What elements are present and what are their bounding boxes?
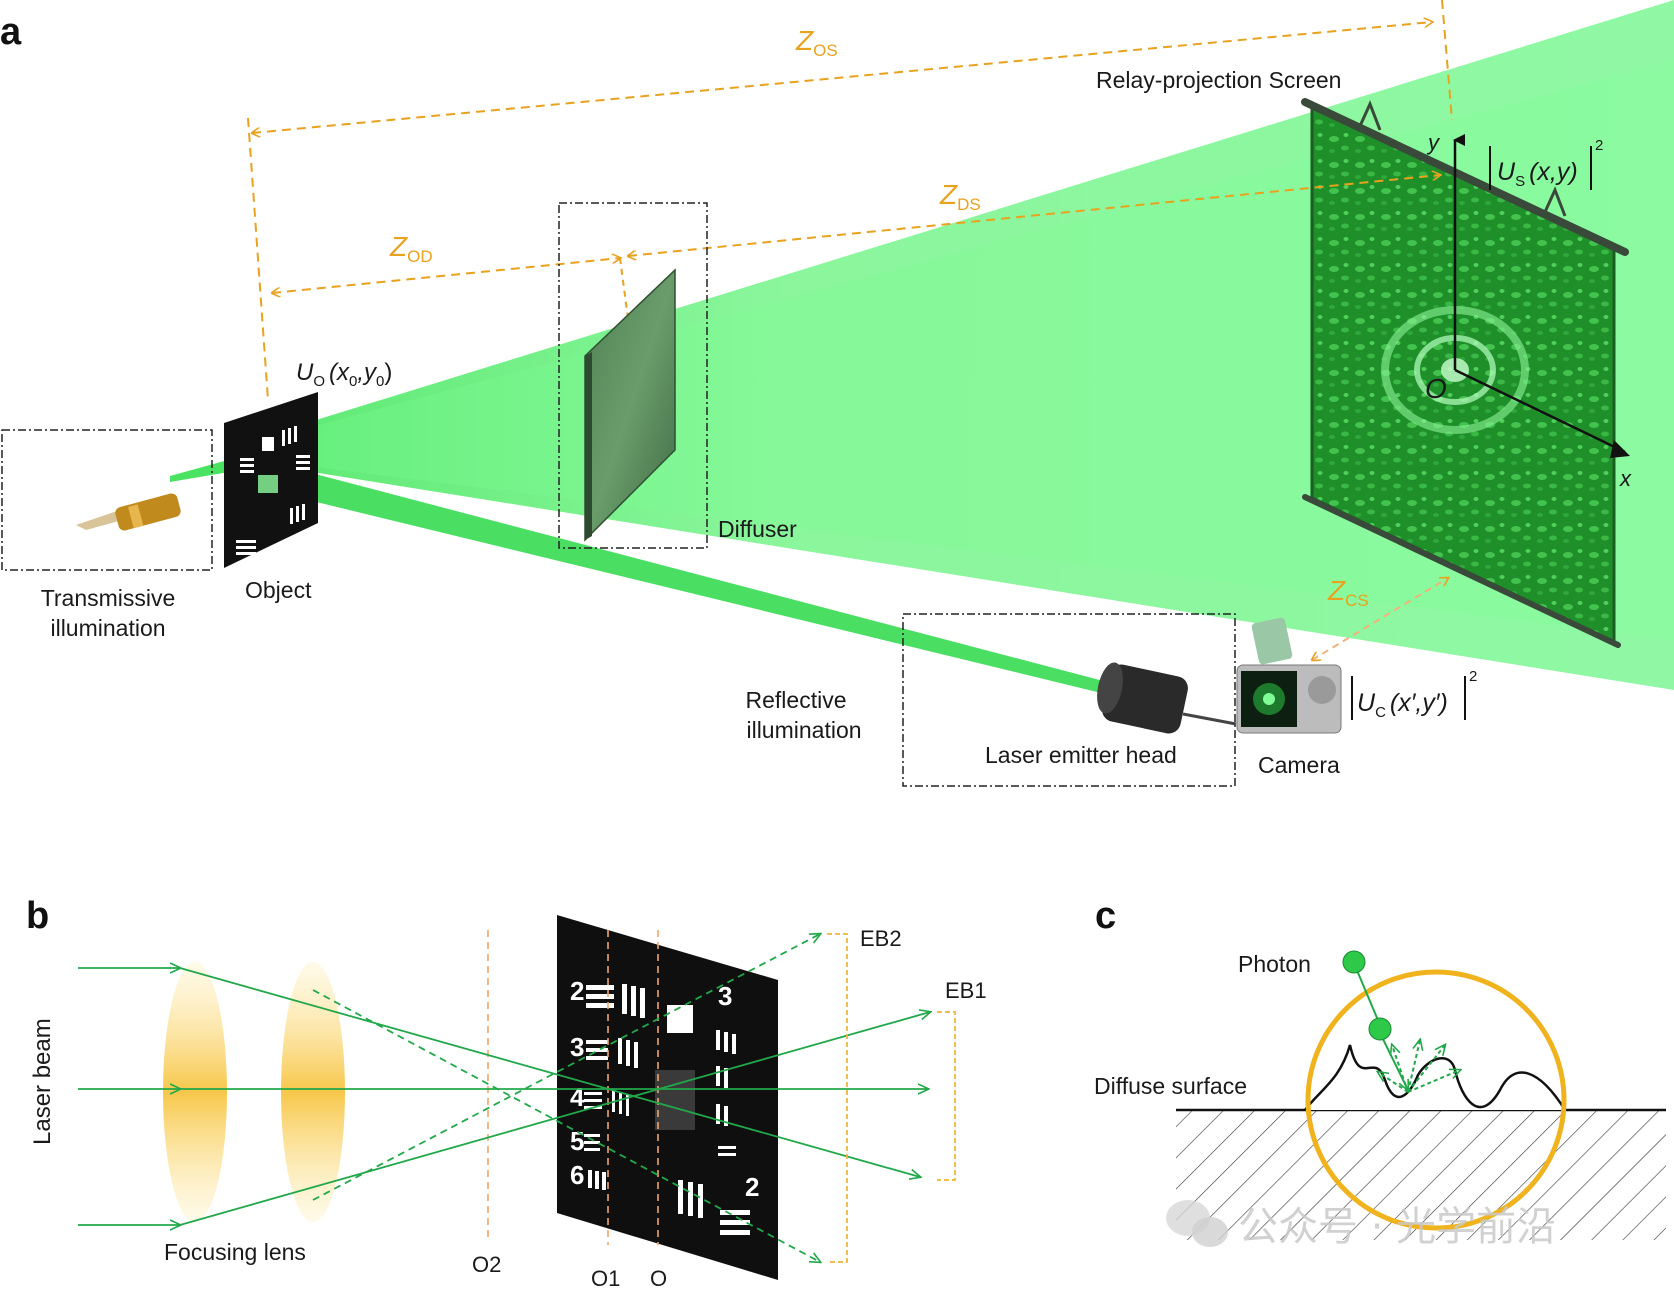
reflective-box [902,613,1236,787]
z-od-extension [619,257,631,335]
chart-num-5a: 5 [570,1126,584,1156]
screen-field-sup: 2 [1595,137,1603,154]
optical-rays [78,934,930,1262]
camera-label: Camera [1258,752,1340,778]
object-label: Object [245,577,312,603]
diffuse-surface-label: Diffuse surface [1094,1073,1247,1099]
photon-label: Photon [1238,951,1311,977]
eb2-bracket [827,933,848,1263]
chart-num-6a: 6 [570,1160,584,1190]
z-od-label: ZOD [389,231,433,266]
reflective-beam [300,470,1130,700]
axis-y-label: y [1426,130,1441,155]
screen-axes [1453,134,1630,458]
focusing-lens-1 [163,962,227,1222]
eb1-label: EB1 [945,978,987,1003]
plane-o-label: O [650,1266,667,1290]
focusing-lens-2 [281,962,345,1222]
camera [1236,617,1342,734]
z-os-label: ZOS [795,25,838,60]
diffuser-label: Diffuser [718,516,797,542]
reflective-label-2: illumination [746,717,861,743]
transmissive-box [1,429,213,571]
chart-num-2a: 2 [570,976,584,1006]
object-target [224,392,318,568]
watermark-text: 公众号 · 光学前沿 [1238,1204,1556,1250]
watermark: 公众号 · 光学前沿 [1166,1200,1556,1250]
z-os-dimension [247,0,1453,401]
transmissive-label-1: Transmissive [41,585,176,611]
axis-origin-label: O [1425,373,1447,404]
z-od-arrow [272,258,620,293]
z-ds-arrow [628,175,1440,256]
transmissive-label-2: illumination [50,615,165,641]
resolution-chart: 2 3 4 5 6 2 3 [557,915,778,1280]
axis-x-label: x [1619,466,1632,491]
camera-intensity-bars [1351,676,1466,720]
photon-icon [1342,950,1366,974]
laser-head-label: Laser emitter head [985,742,1177,768]
z-cs-arrow [1312,578,1448,660]
diffuse-surface [1176,1044,1666,1240]
zoom-circle [1305,969,1567,1231]
eb1-bracket [937,1011,956,1181]
screen-label: Relay-projection Screen [1096,67,1341,93]
transmissive-laser-pen [76,493,181,531]
diffuser-box [558,202,708,549]
chart-num-4a: 4 [570,1082,585,1112]
laser-emitter-head [1097,662,1237,734]
chart-num-3b: 3 [718,981,732,1011]
panel-a-label: a [0,11,22,53]
photon-scatter [1355,967,1460,1093]
object-field-label: UO(x0,y0) [296,359,392,390]
reflective-label-1: Reflective [746,687,847,713]
diffuser-edge [585,352,592,540]
camera-field-label: UC(x′,y′) [1357,689,1448,721]
plane-o1-label: O1 [591,1266,620,1290]
z-cs-label: ZCS [1327,575,1369,610]
camera-field-sup: 2 [1469,668,1477,685]
screen-intensity-label [1489,146,1592,190]
panel-c-label: c [1095,895,1116,937]
chart-num-3a: 3 [570,1032,584,1062]
plane-o2-label: O2 [472,1252,501,1277]
panel-b-label: b [26,895,49,937]
focusing-lens-label: Focusing lens [164,1239,306,1265]
photon-scatter-icon [1368,1017,1392,1041]
screen-field-label: US(x,y) [1497,158,1578,190]
chart-num-2b: 2 [745,1172,759,1202]
laser-beam-label: Laser beam [29,1018,56,1145]
z-ds-label: ZDS [939,179,981,214]
eb2-label: EB2 [860,926,902,951]
